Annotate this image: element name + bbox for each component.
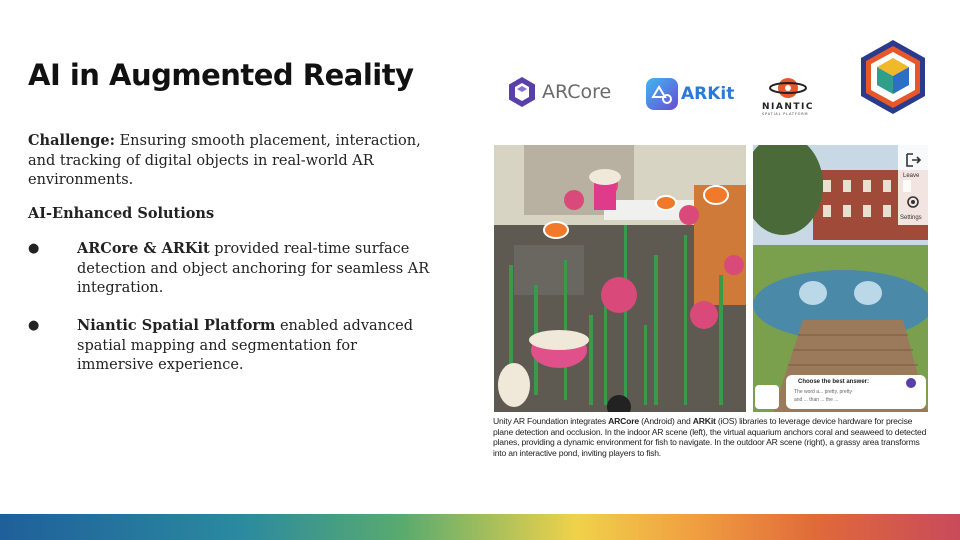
solutions-heading: AI-Enhanced Solutions — [28, 205, 215, 222]
prompt-badge-icon — [906, 378, 916, 388]
figure-caption: Unity AR Foundation integrates ARCore (A… — [493, 416, 933, 458]
bullet-body: provided real-time surface detection and… — [77, 241, 430, 296]
outdoor-pond-scene — [753, 145, 928, 412]
gear-icon[interactable] — [904, 193, 922, 211]
prompt-title: Choose the best answer: — [798, 379, 870, 385]
hexagon-cube-logo — [861, 40, 925, 114]
question-prompt-card[interactable]: Choose the best answer: The word a... pr… — [786, 375, 926, 409]
bottom-gradient-bar — [0, 514, 960, 540]
arcore-icon — [509, 77, 535, 107]
caption-part: (iOS) libraries to leverage device hardw… — [493, 416, 927, 458]
caption-arcore: ARCore — [608, 416, 639, 426]
niantic-logo: NIANTIC SPATIAL PLATFORM — [760, 74, 820, 118]
bullet-body: enabled advanced spatial mapping and seg… — [77, 318, 413, 373]
niantic-icon — [769, 78, 807, 98]
niantic-subtitle: SPATIAL PLATFORM — [762, 112, 809, 116]
bullet-marker: ● — [28, 318, 40, 333]
challenge-label: Challenge: — [28, 132, 115, 149]
indoor-ar-photo — [494, 145, 746, 412]
niantic-wordmark: NIANTIC — [762, 102, 814, 112]
bullet-text: ARCore & ARKit provided real-time surfac… — [77, 239, 437, 299]
rod-button[interactable] — [755, 385, 779, 409]
slide-title: AI in Augmented Reality — [28, 58, 414, 92]
arkit-icon — [646, 78, 678, 110]
bullet-bold: ARCore & ARKit — [77, 240, 210, 257]
arkit-logo: ARKit — [645, 77, 737, 113]
challenge-paragraph: Challenge: Ensuring smooth placement, in… — [28, 131, 438, 191]
arcore-logo: ARCore — [507, 76, 619, 110]
caption-part: Unity AR Foundation integrates — [493, 416, 609, 426]
outdoor-ar-photo: Leave Settings Choose the best answer: T… — [753, 145, 928, 412]
challenge-text: Ensuring smooth placement, interaction, … — [28, 133, 421, 188]
caption-part: (Android) and — [638, 416, 693, 426]
bullet-marker: ● — [28, 241, 40, 256]
bullet-bold: Niantic Spatial Platform — [77, 317, 276, 334]
arkit-wordmark: ARKit — [681, 84, 735, 104]
prompt-line-2: and ... than ... the ... — [794, 397, 839, 403]
bullet-text: Niantic Spatial Platform enabled advance… — [77, 316, 437, 376]
prompt-line-1: The word a... pretty, pretty — [794, 389, 852, 395]
leave-label: Leave — [903, 173, 920, 179]
caption-arkit: ARKit — [692, 416, 716, 426]
settings-label: Settings — [900, 215, 922, 221]
arcore-wordmark: ARCore — [542, 81, 612, 103]
leave-icon[interactable] — [904, 151, 922, 169]
indoor-aquarium-scene — [494, 145, 746, 412]
